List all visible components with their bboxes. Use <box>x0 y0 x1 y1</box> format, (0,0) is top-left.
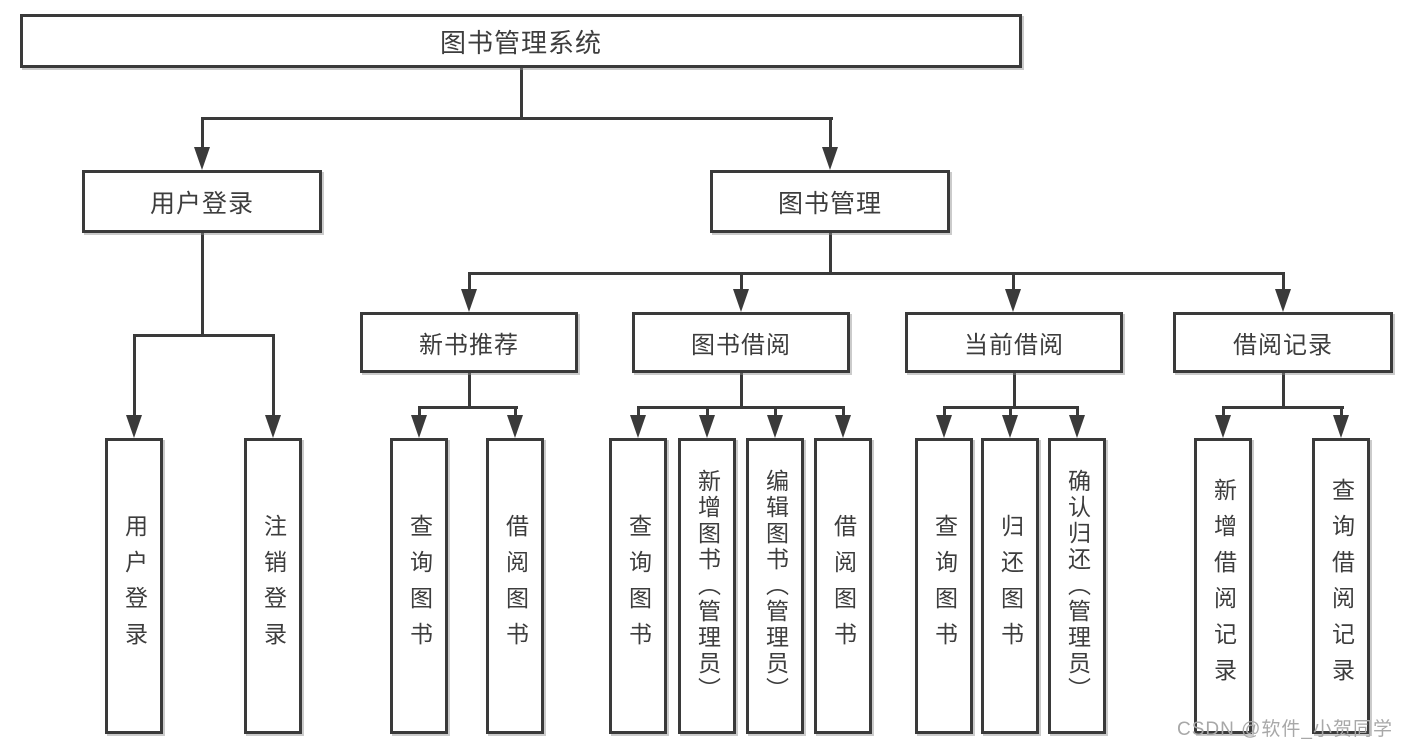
connector-line <box>418 406 421 418</box>
connector-line <box>1222 406 1225 418</box>
arrow-down-icon <box>835 415 851 438</box>
connector-line <box>1076 406 1079 418</box>
connector-line <box>1340 406 1343 418</box>
node-leaf-edit-books-admin: 编辑图书（管理员） <box>746 438 804 734</box>
node-book-management: 图书管理 <box>710 170 950 233</box>
node-label: 查询图书 <box>931 514 958 658</box>
node-label: 查询借阅记录 <box>1328 478 1355 694</box>
arrow-down-icon <box>461 289 477 312</box>
arrow-down-icon <box>1069 415 1085 438</box>
node-library-management-system: 图书管理系统 <box>20 14 1022 68</box>
node-new-book-recommend: 新书推荐 <box>360 312 578 373</box>
arrow-down-icon <box>126 415 142 438</box>
node-leaf-search-books: 查询图书 <box>609 438 667 734</box>
arrow-down-icon <box>507 415 523 438</box>
node-leaf-confirm-return-admin: 确认归还（管理员） <box>1048 438 1106 734</box>
node-user-login: 用户登录 <box>82 170 322 233</box>
node-label: 图书管理系统 <box>439 27 602 58</box>
connector-line <box>637 406 640 418</box>
arrow-down-icon <box>1333 415 1349 438</box>
arrow-down-icon <box>630 415 646 438</box>
connector-line <box>1009 406 1012 418</box>
connector-line <box>637 406 845 409</box>
node-label: 编辑图书（管理员） <box>762 469 789 703</box>
arrow-down-icon <box>411 415 427 438</box>
connector-line <box>520 68 523 118</box>
node-label: 查询图书 <box>406 514 433 658</box>
node-leaf-search-current-books: 查询图书 <box>915 438 973 734</box>
connector-line <box>468 373 471 409</box>
connector-line <box>133 334 275 337</box>
connector-line <box>1012 272 1015 292</box>
connector-line <box>706 406 709 418</box>
connector-line <box>943 406 946 418</box>
connector-line <box>1282 272 1285 292</box>
connector-line <box>201 117 204 149</box>
connector-line <box>1013 373 1016 409</box>
connector-line <box>468 272 1285 275</box>
node-leaf-borrow-books-recommend: 借阅图书 <box>486 438 544 734</box>
node-label: 查询图书 <box>625 514 652 658</box>
connector-line <box>842 406 845 418</box>
arrow-down-icon <box>1002 415 1018 438</box>
connector-line <box>514 406 517 418</box>
node-leaf-borrow-books: 借阅图书 <box>814 438 872 734</box>
arrow-down-icon <box>733 289 749 312</box>
node-label: 注销登录 <box>260 514 287 658</box>
connector-line <box>1222 406 1344 409</box>
arrow-down-icon <box>936 415 952 438</box>
connector-line <box>774 406 777 418</box>
arrow-down-icon <box>1005 289 1021 312</box>
connector-line <box>133 334 136 418</box>
node-label: 当前借阅 <box>964 332 1064 359</box>
node-label: 归还图书 <box>997 514 1024 658</box>
node-label: 借阅图书 <box>502 514 529 658</box>
node-label: 用户登录 <box>121 514 148 658</box>
connector-line <box>201 117 833 120</box>
arrow-down-icon <box>1215 415 1231 438</box>
arrow-down-icon <box>699 415 715 438</box>
arrow-down-icon <box>1275 289 1291 312</box>
arrow-down-icon <box>767 415 783 438</box>
node-leaf-search-borrow-record: 查询借阅记录 <box>1312 438 1370 734</box>
node-label: 图书借阅 <box>691 332 791 359</box>
node-label: 确认归还（管理员） <box>1064 469 1091 703</box>
node-leaf-user-login: 用户登录 <box>105 438 163 734</box>
connector-line <box>468 272 471 292</box>
connector-line <box>829 233 832 275</box>
node-current-borrow: 当前借阅 <box>905 312 1123 373</box>
node-label: 新书推荐 <box>419 332 519 359</box>
node-book-borrow: 图书借阅 <box>632 312 850 373</box>
node-leaf-add-books-admin: 新增图书（管理员） <box>678 438 736 734</box>
node-label: 借阅图书 <box>830 514 857 658</box>
node-leaf-logout: 注销登录 <box>244 438 302 734</box>
arrow-down-icon <box>194 147 210 170</box>
arrow-down-icon <box>822 147 838 170</box>
connector-line <box>740 272 743 292</box>
arrow-down-icon <box>265 415 281 438</box>
node-leaf-search-books-recommend: 查询图书 <box>390 438 448 734</box>
node-label: 用户登录 <box>149 189 254 218</box>
node-label: 借阅记录 <box>1233 332 1333 359</box>
node-borrow-records: 借阅记录 <box>1173 312 1393 373</box>
connector-line <box>272 334 275 418</box>
node-leaf-add-borrow-record: 新增借阅记录 <box>1194 438 1252 734</box>
node-label: 新增图书（管理员） <box>694 469 721 703</box>
watermark: CSDN @软件_小贺同学 <box>1177 719 1393 740</box>
connector-line <box>201 233 204 337</box>
connector-line <box>1282 373 1285 409</box>
node-label: 图书管理 <box>777 189 882 218</box>
connector-line <box>829 117 832 149</box>
node-leaf-return-books: 归还图书 <box>981 438 1039 734</box>
connector-line <box>740 373 743 409</box>
connector-line <box>418 406 518 409</box>
node-label: 新增借阅记录 <box>1210 478 1237 694</box>
